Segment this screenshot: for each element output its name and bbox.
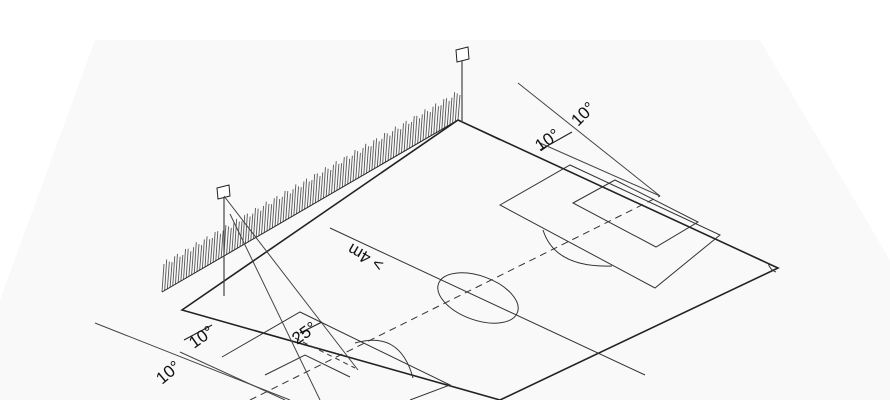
angle-arrows [183, 131, 573, 341]
surrounding-area [0, 40, 890, 400]
right-goal-area [571, 179, 700, 248]
left-goal-area [264, 354, 351, 378]
right-corner-arc [767, 262, 777, 273]
fence-edge [161, 119, 459, 293]
centre-circle [437, 272, 519, 324]
right-penalty-area [498, 164, 721, 289]
floodlight-mast-left [216, 184, 231, 296]
left-penalty-area [221, 311, 452, 401]
left-dashed-reference [294, 337, 356, 369]
floodlight-mast-right [455, 46, 470, 122]
light-beam-lines [94, 82, 661, 401]
halfway-line [329, 227, 646, 376]
spectator-fence [161, 92, 501, 293]
pitch-outline [180, 119, 780, 401]
right-penalty-arc [542, 229, 613, 267]
left-penalty-arc [354, 339, 414, 379]
pitch-axis-dashed [249, 195, 661, 401]
